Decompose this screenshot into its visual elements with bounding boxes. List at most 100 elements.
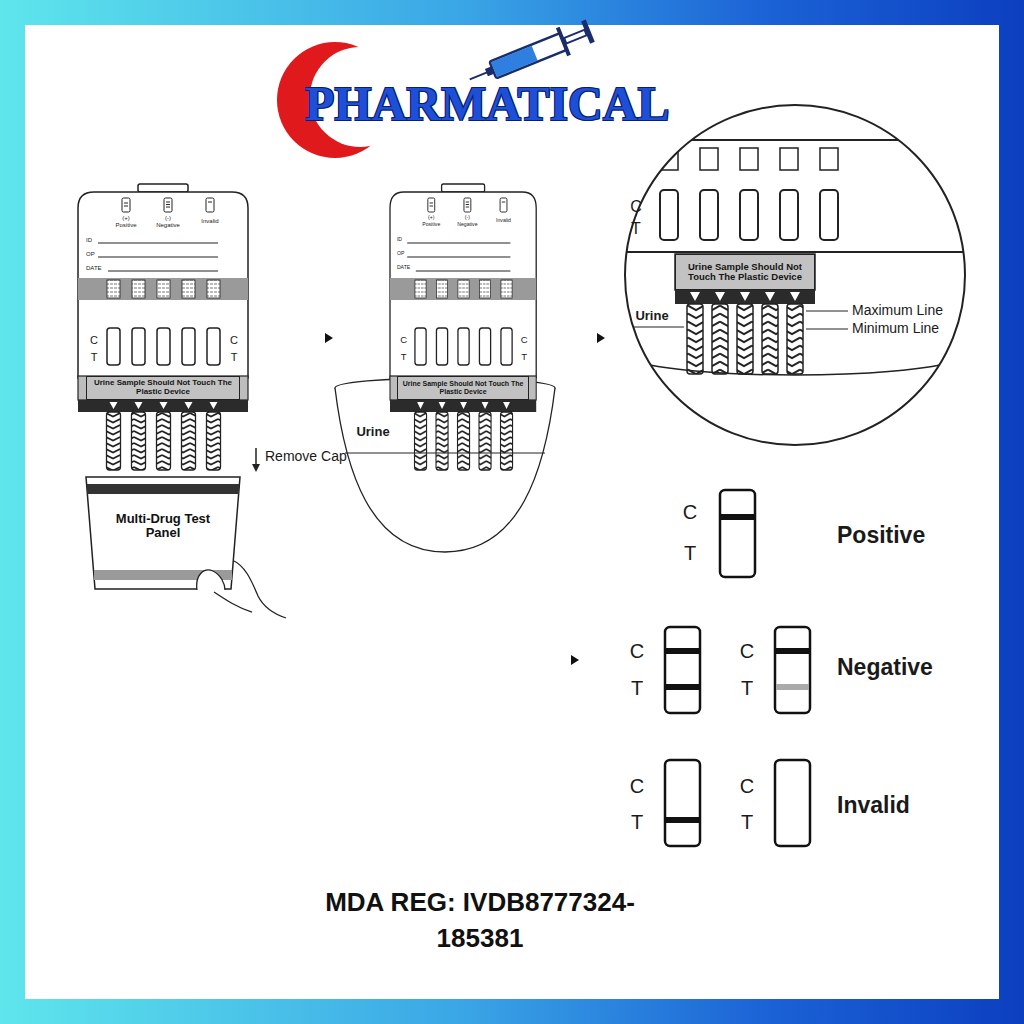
liquid-label: Urine [356,425,389,439]
svg-path [630,360,960,375]
strip-letter: C [740,775,754,797]
remove-arrow [252,448,260,472]
device-print: Negative [156,222,180,229]
svg-line [806,311,848,312]
step-arrow [597,333,605,343]
svg-line [470,72,489,79]
svg-rect [564,30,587,44]
cup-cap: Multi-Drug Test Panel [85,476,241,590]
strip-letter: T [741,677,753,699]
svg-rect [491,46,538,77]
device-print: (+) [122,215,130,222]
svg-rect [721,514,754,520]
strip-letter: C [683,501,697,523]
step-arrow [325,333,333,343]
window-letter: C [400,335,407,345]
svg-rect [775,760,810,846]
device-print: DATE [86,265,102,272]
svg-rect [820,190,838,240]
svg-rect [666,684,699,690]
svg-rect [612,140,992,252]
device-print: DATE [397,265,410,271]
urine-level [345,453,545,454]
svg-rect [820,148,838,170]
svg-rect [780,148,798,170]
strip-letter: T [631,811,643,833]
brand-title: PHARMATICAL [305,80,669,128]
warning-band: Urine Sample Should Not Touch The Plasti… [675,254,815,290]
cap-text: Multi-Drug Test Panel [115,512,211,541]
svg-line [622,326,684,327]
strip-letter: C [630,640,644,662]
svg-rect [700,190,718,240]
strip-letter: T [684,542,696,564]
window-letter: T [631,220,641,238]
svg-rect [665,760,700,846]
device-print: Positive [115,222,136,229]
svg-rect [780,190,798,240]
device-print: ID [397,237,402,243]
window-letter: C [630,198,642,216]
device-print: Invalid [201,218,218,225]
liquid-label: Urine [635,309,668,323]
svg-line [806,329,848,330]
strip-letter: T [631,677,643,699]
step-arrow [571,655,579,665]
device-print: ID [86,237,92,244]
svg-rect [787,304,803,374]
leader-lines [806,311,848,329]
result-name: Negative [837,655,933,680]
strip-letter: C [740,640,754,662]
zoom-view [612,100,992,460]
test-device [78,184,248,470]
svg-rect [740,190,758,240]
svg-line [255,448,257,466]
svg-rect [762,304,778,374]
device-print: Positive [422,222,440,228]
svg-rect [776,684,809,690]
line-label: Maximum Line [852,303,943,318]
device-print: Invalid [496,218,511,224]
device-print: (-) [465,215,470,221]
result-strips [665,490,810,846]
device-print: Negative [457,222,477,228]
window-letter: T [91,351,98,363]
strip-letter: C [630,775,644,797]
window-letter: T [231,351,238,363]
svg-rect [666,648,699,654]
band-text: Urine Sample Should Not Touch The Plasti… [402,380,524,395]
svg-rect [700,148,718,170]
device-print: (-) [165,215,171,222]
svg-rect [687,304,703,374]
device-print: (+) [428,215,434,221]
svg-rect [665,627,700,713]
window-letter: T [401,352,407,362]
window-letter: T [521,352,527,362]
result-bands [666,514,809,823]
zoom-circle [625,105,965,445]
window-letter: C [90,334,98,346]
step-note: Remove Cap [265,449,347,464]
svg-rect [720,490,755,577]
window-letter: C [230,334,238,346]
svg-rect [740,148,758,170]
band-text: Urine Sample Should Not Touch The Plasti… [91,379,235,397]
svg-rect [660,190,678,240]
svg-rect [490,33,567,78]
svg-rect [712,304,728,374]
strip-letter: T [741,811,753,833]
svg-rect [581,20,595,44]
line-label: Minimum Line [852,321,939,336]
svg-rect [675,254,815,290]
svg-rect [776,648,809,654]
result-name: Positive [837,523,925,548]
window-letter: C [521,335,528,345]
warning-band: Urine Sample Should Not Touch The Plasti… [397,376,529,400]
result-name: Invalid [837,793,910,818]
band-text: Urine Sample Should Not Touch The Plasti… [680,262,810,283]
device-print: OP [86,251,95,258]
device-print: OP [397,251,404,257]
svg-rect [675,290,815,304]
registration-caption: MDA REG: IVDB8777324-185381 [300,884,660,956]
